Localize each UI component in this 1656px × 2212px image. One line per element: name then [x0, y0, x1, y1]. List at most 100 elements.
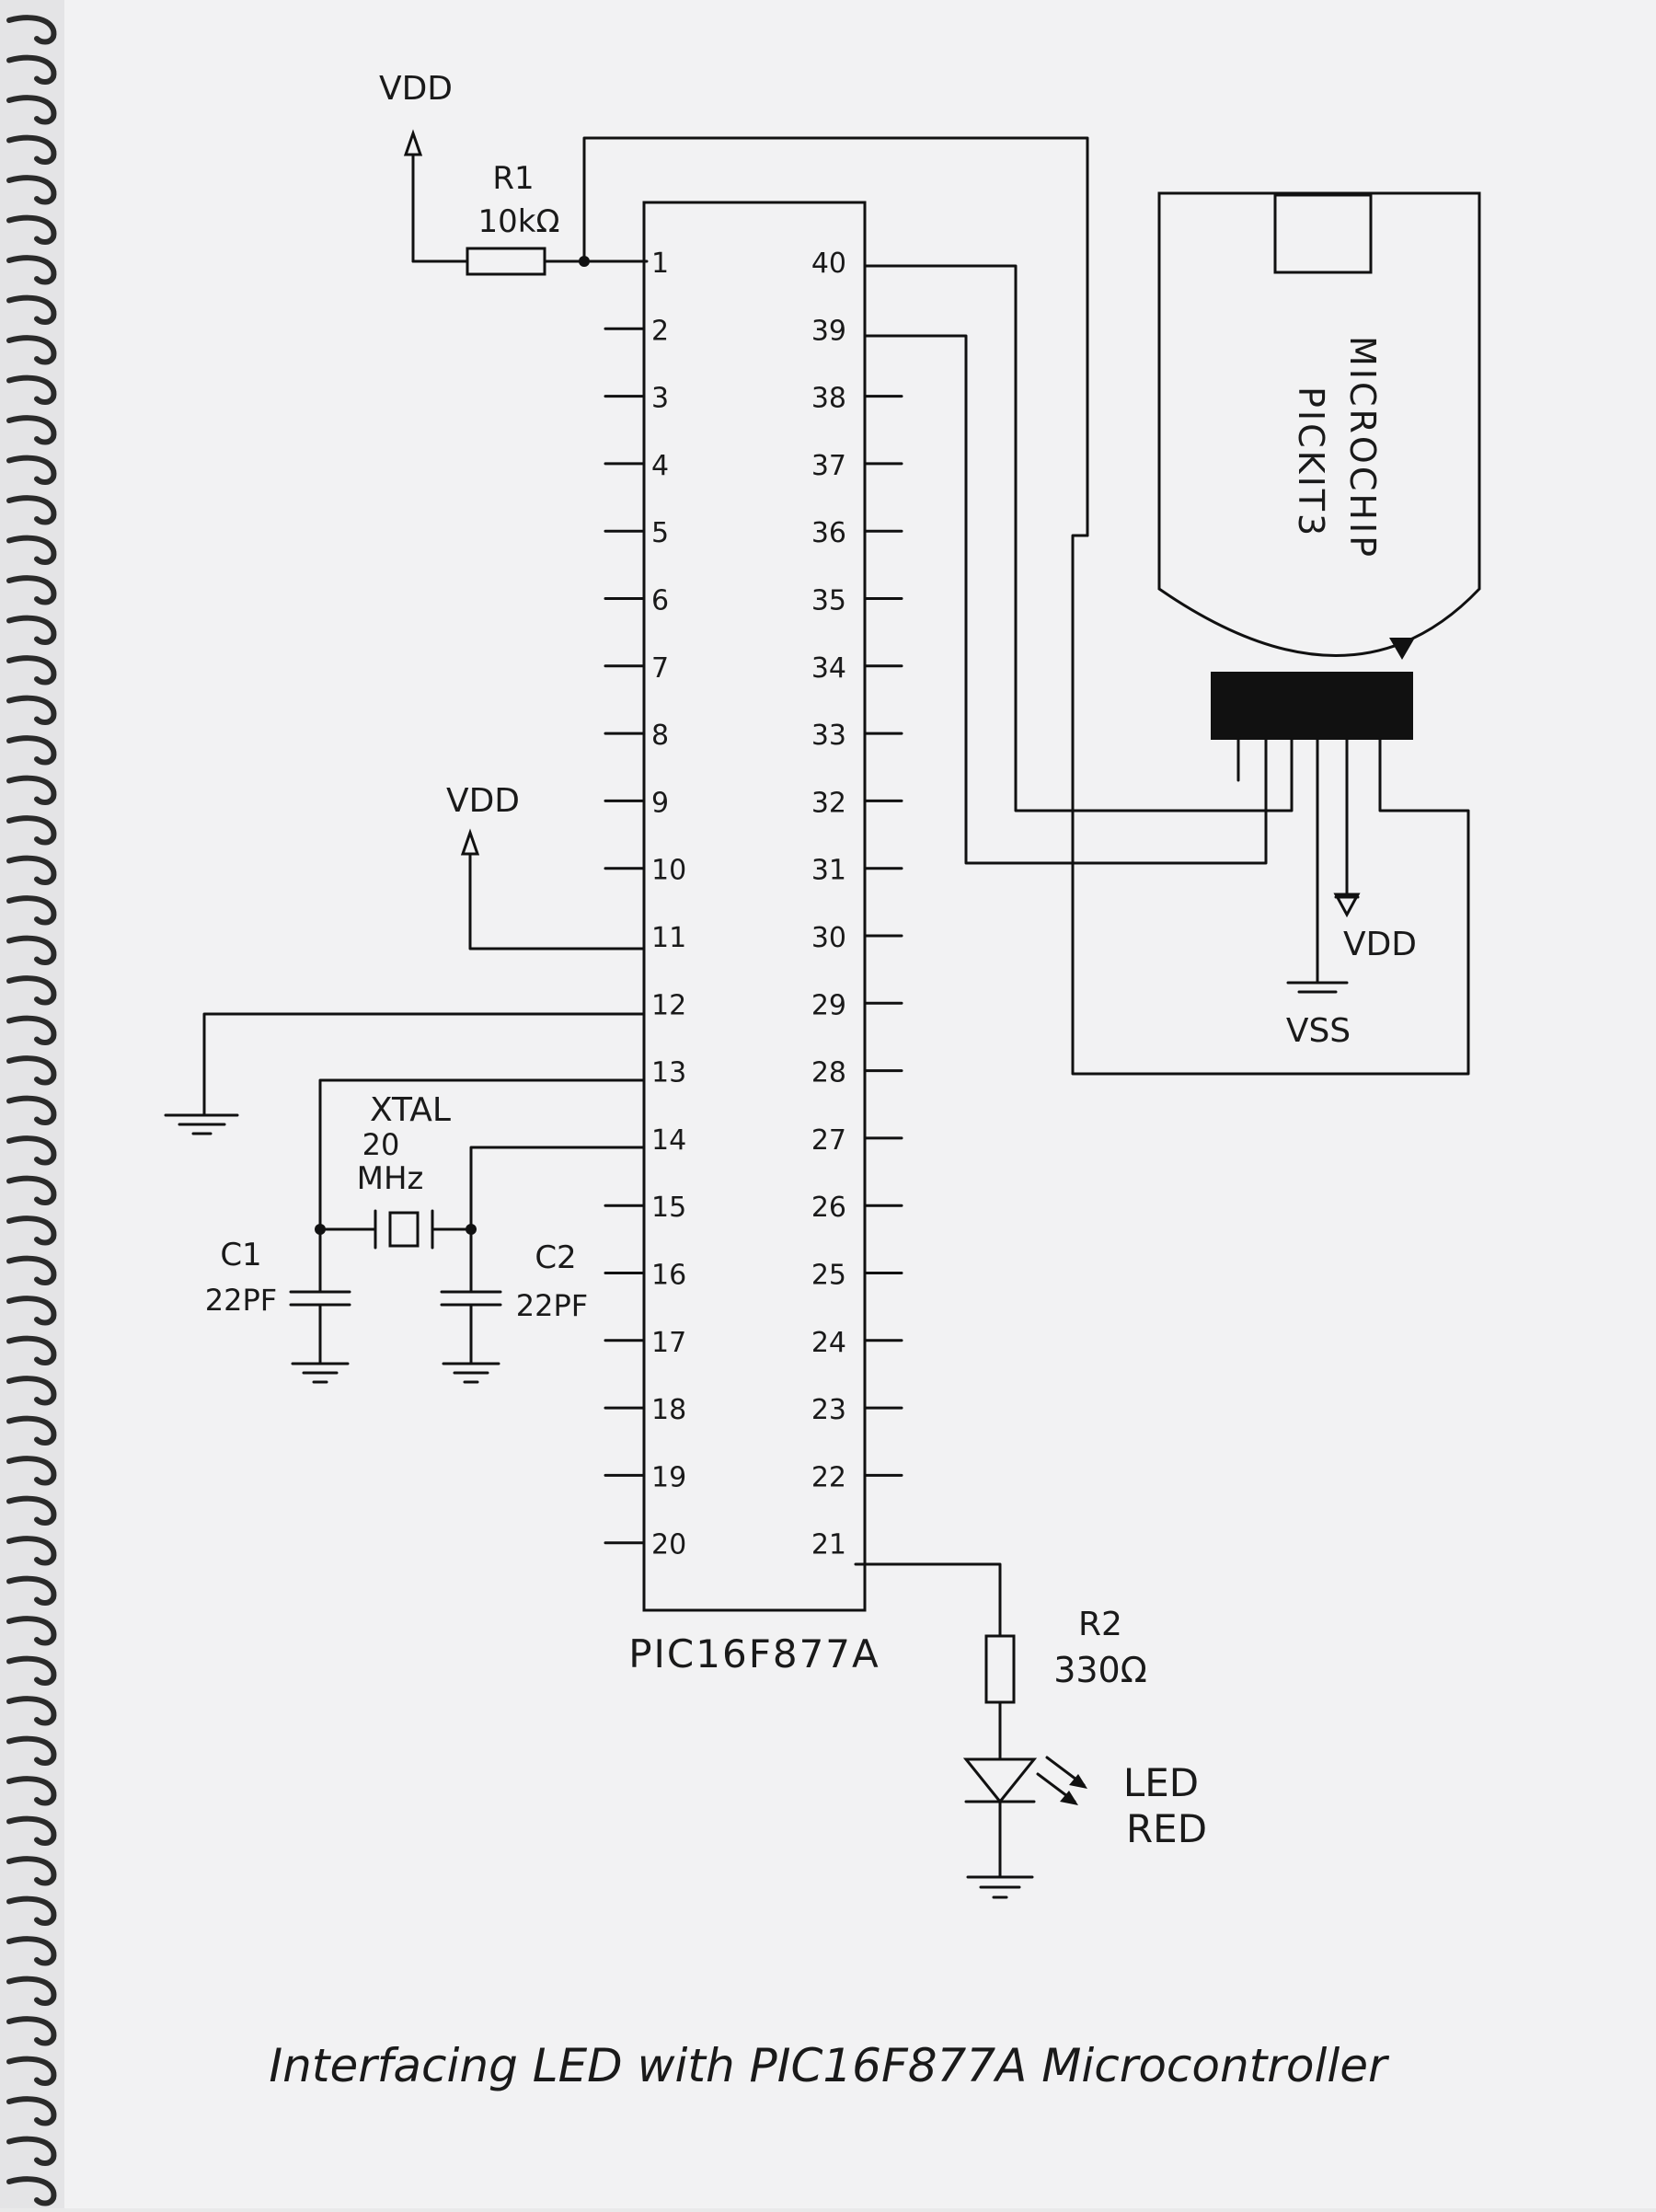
ground-symbol-c2 [442, 1362, 500, 1384]
spiral-ring [6, 775, 57, 805]
pin-number-right: 36 [811, 517, 846, 549]
pin-number-right: 29 [811, 989, 846, 1021]
pin-number-right: 25 [811, 1260, 846, 1292]
c1-name-label: C1 [220, 1237, 261, 1273]
spiral-ring [6, 1696, 57, 1726]
spiral-ring [6, 1296, 57, 1326]
spiral-ring [6, 1135, 57, 1166]
spiral-ring [6, 1415, 57, 1446]
pin-number-left: 12 [651, 989, 686, 1021]
pin-number-right: 22 [811, 1461, 846, 1493]
spiral-ring [6, 1456, 57, 1486]
spiral-ring [6, 1215, 57, 1246]
ground-symbol-pin12 [164, 1113, 239, 1135]
pin-number-left: 16 [651, 1260, 686, 1292]
pin-number-right: 28 [811, 1057, 846, 1089]
pin-number-left: 10 [651, 855, 686, 887]
spiral-ring [6, 1255, 57, 1285]
spiral-ring [6, 255, 57, 285]
spiral-ring [6, 1895, 57, 1926]
light-arrows-icon [1036, 1756, 1087, 1805]
spiral-ring [6, 1335, 57, 1365]
pin1-marker-triangle [1389, 638, 1415, 660]
pin-number-left: 9 [651, 787, 669, 819]
pickit3-usb-port [1273, 193, 1373, 274]
pin-number-left: 1 [651, 248, 669, 280]
pin-number-left: 19 [651, 1461, 686, 1493]
led-line1-label: LED [1123, 1760, 1199, 1805]
xtal-freq-label: 20 [362, 1127, 400, 1162]
pickit-vss-label: VSS [1286, 1012, 1351, 1050]
spiral-ring [6, 1976, 57, 2006]
pin-number-left: 4 [651, 450, 669, 482]
pin-number-right: 40 [811, 248, 846, 280]
pin-number-right: 32 [811, 787, 846, 819]
spiral-ring [6, 655, 57, 685]
pickit3-programmer [1157, 191, 1481, 657]
spiral-ring [6, 1655, 57, 1686]
pin-number-right: 38 [811, 383, 846, 415]
pin-number-left: 3 [651, 383, 669, 415]
pin-number-left: 11 [651, 922, 686, 954]
spiral-ring [6, 895, 57, 926]
spiral-ring [6, 1575, 57, 1606]
pin-number-right: 27 [811, 1124, 846, 1157]
spiral-ring [6, 615, 57, 645]
ground-symbol-led [966, 1875, 1034, 1899]
spiral-ring [6, 1735, 57, 1766]
diagram-title: Interfacing LED with PIC16F877A Microcon… [269, 2039, 1390, 2092]
pin-number-left: 5 [651, 517, 669, 549]
c1-value-label: 22PF [205, 1283, 277, 1318]
spiral-ring [6, 54, 57, 85]
spiral-ring [6, 1616, 57, 1646]
spiral-ring [6, 1776, 57, 1806]
spiral-ring [6, 2136, 57, 2166]
pickit-line1-label: MICROCHIP [1342, 336, 1383, 559]
pin-number-right: 33 [811, 720, 846, 752]
c2-value-label: 22PF [516, 1288, 588, 1323]
r2-value-label: 330Ω [1053, 1650, 1147, 1690]
pin-number-right: 24 [811, 1327, 846, 1359]
pin-number-left: 14 [651, 1124, 686, 1157]
pickit-line2-label: PICKIT3 [1291, 386, 1331, 538]
chip-name-label: PIC16F877A [628, 1631, 880, 1676]
spiral-ring [6, 695, 57, 725]
spiral-ring [6, 495, 57, 525]
spiral-ring [6, 134, 57, 165]
spiral-ring [6, 335, 57, 365]
spiral-ring [6, 15, 57, 45]
pin-number-right: 31 [811, 855, 846, 887]
spiral-ring [6, 1055, 57, 1086]
xtal-name-label: XTAL [370, 1091, 451, 1129]
spiral-ring [6, 1376, 57, 1406]
spiral-ring [6, 1936, 57, 1966]
spiral-ring [6, 2096, 57, 2126]
pickit-vdd-arrow [1333, 893, 1361, 918]
c2-name-label: C2 [535, 1239, 576, 1276]
spiral-ring [6, 455, 57, 485]
pic16f877a-chip [642, 201, 867, 1612]
spiral-ring [6, 575, 57, 605]
spiral-ring [6, 214, 57, 245]
spiral-ring [6, 415, 57, 445]
pin-number-right: 26 [811, 1192, 846, 1224]
spiral-ring [6, 1015, 57, 1045]
pickit-vss-ground [1286, 981, 1349, 994]
pin-number-left: 18 [651, 1394, 686, 1426]
pin-number-left: 17 [651, 1327, 686, 1359]
spiral-ring [6, 535, 57, 565]
spiral-ring [6, 95, 57, 125]
pin-number-right: 37 [811, 450, 846, 482]
spiral-ring [6, 1495, 57, 1526]
vdd-top-symbol [403, 129, 423, 263]
spiral-ring [6, 2056, 57, 2086]
pickit-vdd-label: VDD [1343, 926, 1417, 963]
pin-number-left: 8 [651, 720, 669, 752]
pin-number-right: 30 [811, 922, 846, 954]
pin-number-right: 39 [811, 315, 846, 347]
spiral-ring [6, 815, 57, 846]
